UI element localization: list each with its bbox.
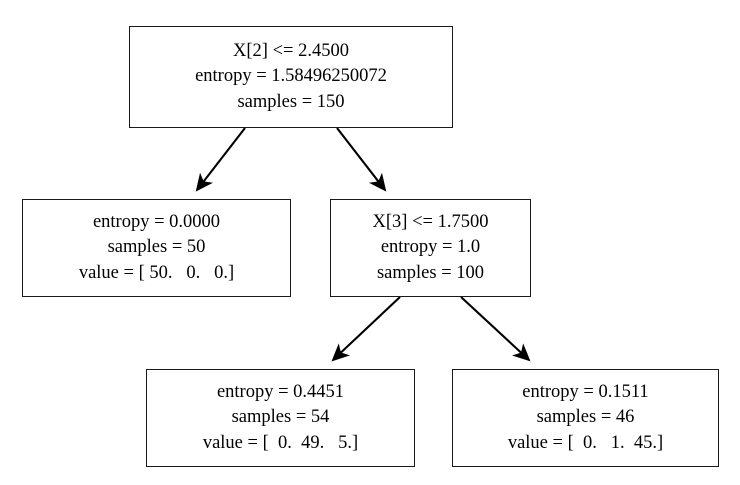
left-leaf-samples: samples = 50 <box>107 237 206 258</box>
bottom-left-leaf-samples: samples = 54 <box>231 407 330 428</box>
edge-right-internal-to-bottom-right-leaf <box>460 296 531 362</box>
bottom-left-leaf-value: value = [ 0. 49. 5.] <box>202 432 359 453</box>
tree-node-bottom-right-leaf[interactable]: entropy = 0.1511 samples = 46 value = [ … <box>452 369 719 467</box>
root-entropy: entropy = 1.58496250072 <box>195 66 387 87</box>
bottom-right-leaf-value: value = [ 0. 1. 45.] <box>507 432 664 453</box>
tree-node-right-internal[interactable]: X[3] <= 1.7500 entropy = 1.0 samples = 1… <box>330 199 531 297</box>
edge-right-internal-to-bottom-left-leaf <box>331 296 401 362</box>
right-internal-condition: X[3] <= 1.7500 <box>372 211 489 232</box>
tree-node-left-leaf[interactable]: entropy = 0.0000 samples = 50 value = [ … <box>22 199 291 297</box>
edge-root-to-right-internal <box>336 127 387 192</box>
right-internal-entropy: entropy = 1.0 <box>380 237 481 258</box>
left-leaf-entropy: entropy = 0.0000 <box>92 211 221 232</box>
root-samples: samples = 150 <box>237 91 345 112</box>
root-condition: X[2] <= 2.4500 <box>233 40 349 61</box>
bottom-left-leaf-entropy: entropy = 0.4451 <box>216 381 345 402</box>
tree-node-bottom-left-leaf[interactable]: entropy = 0.4451 samples = 54 value = [ … <box>146 369 415 467</box>
bottom-right-leaf-entropy: entropy = 0.1511 <box>522 381 649 402</box>
right-internal-samples: samples = 100 <box>376 262 485 283</box>
edge-root-to-left-leaf <box>195 127 246 192</box>
left-leaf-value: value = [ 50. 0. 0.] <box>78 262 235 283</box>
tree-node-root[interactable]: X[2] <= 2.4500 entropy = 1.58496250072 s… <box>129 26 453 128</box>
bottom-right-leaf-samples: samples = 46 <box>536 407 635 428</box>
